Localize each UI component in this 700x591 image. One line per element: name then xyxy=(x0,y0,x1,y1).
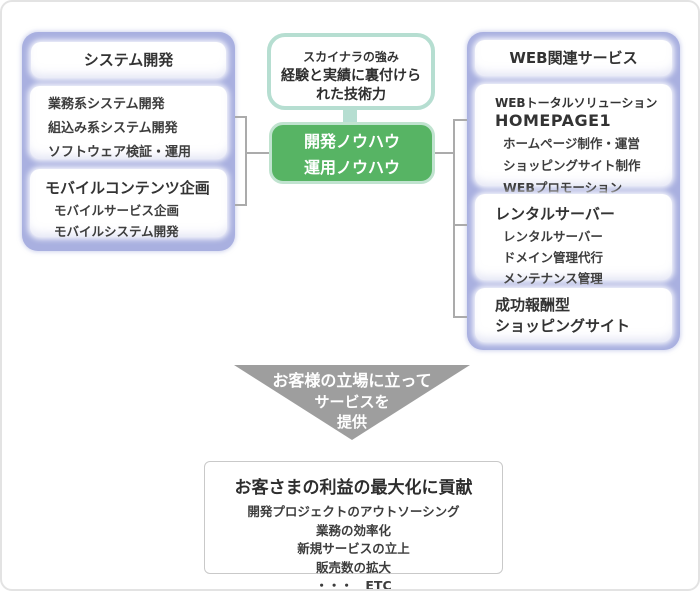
knowhow-line: 運用ノウハウ xyxy=(303,158,400,177)
rental-server-heading: レンタルサーバー xyxy=(495,205,615,223)
customer-benefit-box: お客さまの利益の最大化に貢献 開発プロジェクトのアウトソーシング 業務の効率化 … xyxy=(204,461,503,589)
homepage1-heading: HOMEPAGE1 xyxy=(495,111,612,130)
strength-box: スカイナラの強み 経験と実績に裏付けられた技術力 xyxy=(267,33,435,110)
customer-benefit-title: お客さまの利益の最大化に貢献 xyxy=(234,478,473,498)
service-line: 組込み系システム開発 xyxy=(48,121,178,136)
strength-subtitle: スカイナラの強み xyxy=(303,50,399,64)
shopping-site-box: 成功報酬型 ショッピングサイト xyxy=(475,288,672,342)
benefit-line: 新規サービスの立上 xyxy=(297,541,410,556)
mobile-contents-heading: モバイルコンテンツ企画 xyxy=(45,179,210,197)
spacer xyxy=(30,86,227,93)
benefit-line: 業務の効率化 xyxy=(315,522,391,538)
homepage1-box: WEBトータルソリューション HOMEPAGE1 ホームページ制作・運営 ショッ… xyxy=(475,84,672,195)
mobile-contents-box: モバイルコンテンツ企画 モバイルサービス企画 モバイルシステム開発 xyxy=(30,169,227,239)
service-line: ドメイン管理代行 xyxy=(503,250,604,265)
service-line: モバイルシステム開発 xyxy=(54,224,179,239)
service-line: モバイルサービス企画 xyxy=(54,203,180,218)
web-services-title: WEB関連サービス xyxy=(475,40,672,76)
connector-right-stub-middle xyxy=(455,224,467,226)
shopping-site-heading: ショッピングサイト xyxy=(495,317,631,335)
arrow-text-line: お客様の立場に立って xyxy=(272,371,432,390)
service-line: ホームページ制作・運営 xyxy=(503,136,640,151)
benefit-line: 開発プロジェクトのアウトソーシング xyxy=(247,504,460,519)
spacer xyxy=(475,288,672,295)
connector-left-to-knowhow xyxy=(247,152,269,154)
arrow-text-line: サービスを xyxy=(314,393,390,411)
system-development-panel: システム開発 業務系システム開発 組込み系システム開発 ソフトウェア検証・運用 … xyxy=(22,32,235,251)
knowhow-line: 開発ノウハウ xyxy=(303,132,400,151)
rental-server-box: レンタルサーバー レンタルサーバー ドメイン管理代行 メンテナンス管理 xyxy=(475,194,672,286)
service-line: WEBプロモーション xyxy=(503,180,623,195)
shopping-site-heading: 成功報酬型 xyxy=(495,296,571,314)
service-line: 業務系システム開発 xyxy=(48,97,165,112)
system-development-services-box: 業務系システム開発 組込み系システム開発 ソフトウェア検証・運用 xyxy=(30,86,227,160)
connector-left-stub-bottom xyxy=(235,204,247,206)
connector-right-vertical xyxy=(453,119,455,318)
arrow-text-line: 提供 xyxy=(336,413,367,431)
strength-title: 経験と実績に裏付けられた技術力 xyxy=(281,68,421,103)
knowhow-box: 開発ノウハウ 運用ノウハウ xyxy=(269,122,435,184)
benefit-line: 販売数の拡大 xyxy=(315,559,391,575)
benefit-line: ・・・ ETC xyxy=(315,578,392,591)
service-line: メンテナンス管理 xyxy=(503,271,603,286)
connector-knowhow-to-right xyxy=(435,152,453,154)
service-line: ソフトウェア検証・運用 xyxy=(48,145,192,160)
homepage1-subheading: WEBトータルソリューション xyxy=(495,96,658,110)
service-line: ショッピングサイト制作 xyxy=(503,158,641,173)
down-arrow-triangle: お客様の立場に立って サービスを 提供 xyxy=(234,365,470,440)
connector-right-stub-bottom xyxy=(455,316,467,318)
strength-knowhow-connector xyxy=(343,106,357,126)
connector-left-stub-top xyxy=(235,116,247,118)
service-line: レンタルサーバー xyxy=(503,229,603,244)
connector-right-stub-top xyxy=(455,119,467,121)
web-services-panel: WEB関連サービス WEBトータルソリューション HOMEPAGE1 ホームペー… xyxy=(467,32,680,350)
system-development-title: システム開発 xyxy=(31,42,226,78)
connector-left-vertical xyxy=(245,116,247,206)
